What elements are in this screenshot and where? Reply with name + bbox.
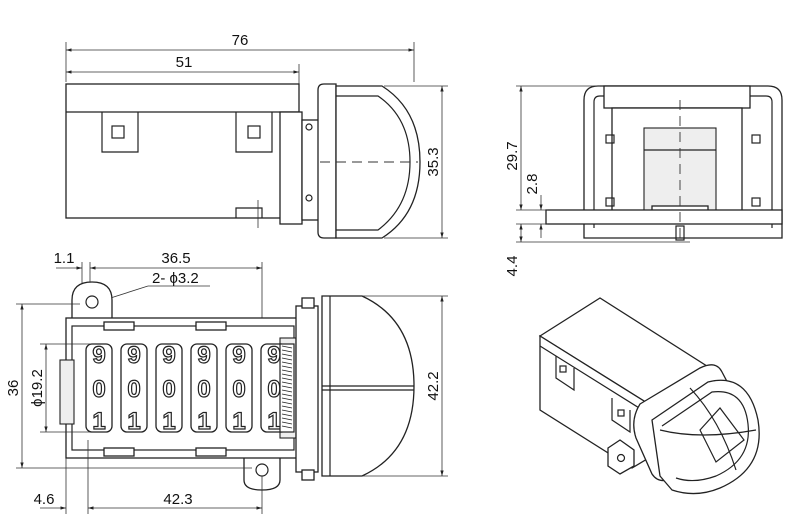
side-view: 29.7 2.8 4.4: [504, 85, 783, 277]
wheel-digit: 1: [197, 408, 210, 435]
ratchet-gear: [279, 343, 295, 433]
gear-tooth: [281, 425, 293, 429]
gear-tooth: [281, 393, 293, 397]
wheel-digit: 0: [92, 376, 105, 403]
dim-4-4: 4.4: [504, 256, 521, 277]
gear-tooth: [281, 385, 293, 389]
gear-tooth: [281, 357, 293, 361]
gear-tooth: [281, 405, 293, 409]
side-top-rail: [603, 85, 751, 109]
gear-tooth: [281, 421, 293, 425]
counter-wheel: 9 0 1: [155, 341, 183, 436]
dim-phi-19-2: ϕ19.2: [29, 369, 46, 407]
counter-wheel: 9 0 1: [225, 341, 253, 436]
gear-tooth: [281, 409, 293, 413]
gear-tooth: [281, 377, 293, 381]
iso-box-side: [539, 334, 653, 469]
dim-29-7: 29.7: [504, 141, 521, 170]
counter-wheel: 9 0 1: [190, 341, 218, 436]
wheel-digit: 1: [232, 408, 245, 435]
wheel-body: [120, 343, 148, 433]
gear-tooth: [281, 349, 293, 353]
dim-51: 51: [176, 54, 193, 71]
counter-wheel: 9 0 1: [85, 341, 113, 436]
gear-tooth: [281, 345, 293, 349]
dim-42-2: 42.2: [425, 371, 442, 400]
wheel-body: [155, 343, 183, 433]
wheel-digit: 1: [267, 408, 280, 435]
wheel-digit: 9: [267, 342, 280, 369]
dim-2-8: 2.8: [524, 174, 541, 195]
wheel-body: [190, 343, 218, 433]
wheel-digit: 9: [92, 342, 105, 369]
dim-42-3: 42.3: [163, 491, 192, 508]
gear-tooth: [281, 397, 293, 401]
gear-tooth: [281, 365, 293, 369]
mount-hole-top: [85, 295, 99, 309]
gear-tooth: [281, 361, 293, 365]
wheel-digit: 9: [232, 342, 245, 369]
isometric-view: [538, 297, 760, 495]
wheel-digit: 1: [92, 408, 105, 435]
hole-spec: 2- ϕ3.2: [152, 270, 199, 287]
wheel-digit: 0: [267, 376, 280, 403]
wheel-body: [225, 343, 253, 433]
dim-1-1: 1.1: [54, 250, 75, 267]
mount-ear-top: [71, 281, 113, 321]
iso-cap-dome: [651, 379, 760, 495]
wheel-digit: 9: [197, 342, 210, 369]
top-body: [65, 83, 300, 219]
wheel-digit: 9: [162, 342, 175, 369]
dim-35-3: 35.3: [425, 147, 442, 176]
side-base-plate: [545, 209, 783, 225]
gear-tooth: [281, 381, 293, 385]
wheel-digit: 1: [162, 408, 175, 435]
gear-tooth: [281, 417, 293, 421]
gear-tooth: [281, 413, 293, 417]
gear-tooth: [281, 401, 293, 405]
wheel-digit: 0: [232, 376, 245, 403]
top-notch-left: [101, 112, 139, 153]
wheel-digit: 0: [197, 376, 210, 403]
top-cap-frame: [317, 83, 337, 239]
wheel-digit: 0: [127, 376, 140, 403]
gear-tooth: [281, 373, 293, 377]
dim-36: 36: [5, 380, 22, 397]
wheel-digit: 1: [127, 408, 140, 435]
wheel-body: [85, 343, 113, 433]
gear-tooth: [281, 369, 293, 373]
dim-76: 76: [232, 32, 249, 49]
dim-4-6: 4.6: [34, 491, 55, 508]
wheel-digit: 0: [162, 376, 175, 403]
top-notch-right: [235, 112, 273, 153]
top-view: 76 51 35.3: [65, 32, 448, 239]
dim-36-5: 36.5: [161, 250, 190, 267]
gear-tooth: [281, 389, 293, 393]
gear-tooth: [281, 353, 293, 357]
wheel-digit: 9: [127, 342, 140, 369]
counter-wheel: 9 0 1: [120, 341, 148, 436]
